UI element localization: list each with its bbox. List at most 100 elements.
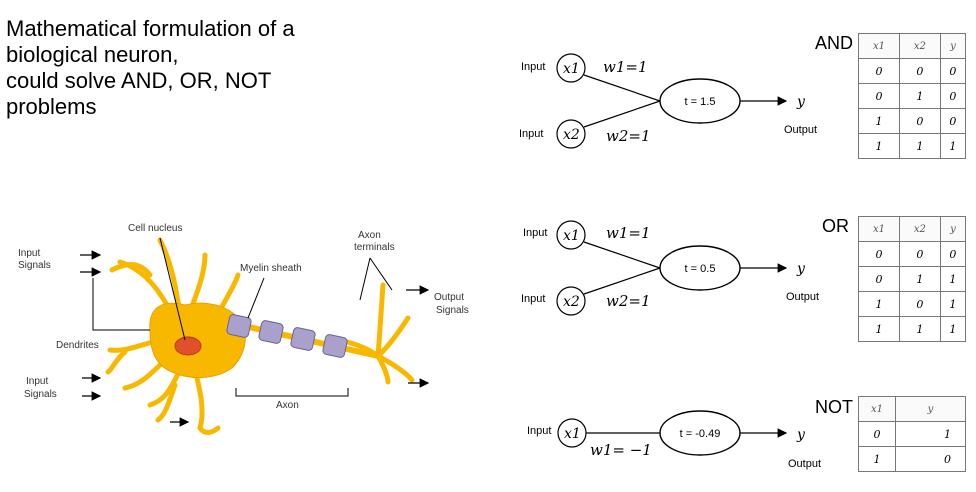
input-signals-lower-label-2: Signals xyxy=(24,389,57,400)
cell: 0 xyxy=(858,58,900,84)
and-header-x2: x2 xyxy=(898,33,941,59)
cell: 1 xyxy=(898,83,941,109)
and-output-label: Output xyxy=(784,124,817,136)
cell: 1 xyxy=(898,266,941,292)
cell: 1 xyxy=(898,316,941,342)
not-header-x1: x1 xyxy=(858,396,896,422)
title-line-3: could solve AND, OR, NOT xyxy=(6,68,272,93)
cell: 0 xyxy=(939,58,967,84)
cell: 1 xyxy=(858,316,900,342)
input-signals-lower-label-1: Input xyxy=(26,376,48,387)
cell: 0 xyxy=(898,58,941,84)
title-line-4: problems xyxy=(6,94,97,119)
myelin-segments xyxy=(226,314,348,358)
cell: 0 xyxy=(858,83,900,109)
or-x2-node xyxy=(556,286,586,316)
or-threshold-text: t = 0.5 xyxy=(685,263,716,275)
cell: 0 xyxy=(898,108,941,134)
not-header-y: y xyxy=(895,396,966,422)
and-header-y: y xyxy=(939,33,967,59)
input-signals-label-1: Input xyxy=(18,248,40,259)
or-input1-label: Input xyxy=(523,227,547,239)
or-gate-label: OR xyxy=(822,216,849,236)
output-signals-label-2: Signals xyxy=(436,305,469,316)
and-x2-text: x2 xyxy=(563,127,580,143)
cell-nucleus-shape xyxy=(174,336,202,356)
title-line-1: Mathematical formulation of a xyxy=(6,16,295,41)
axon-terminals-label-2: terminals xyxy=(354,242,395,253)
and-header-x1: x1 xyxy=(858,33,900,59)
or-input2-label: Input xyxy=(521,293,545,305)
or-output-label: Output xyxy=(786,291,819,303)
cell: 0 xyxy=(858,421,896,447)
not-unit: Input x1 w1= −1 t = -0.49 y Output xyxy=(527,410,821,470)
and-w1-text: w1=1 xyxy=(603,58,648,76)
title-line-2: biological neuron, xyxy=(6,42,179,67)
cell: 1 xyxy=(939,291,967,317)
not-x1-text: x1 xyxy=(564,426,581,442)
and-unit: Input Input x1 x2 w1=1 w2=1 t = 1.5 y Ou… xyxy=(519,53,817,149)
or-header-x1: x1 xyxy=(858,216,900,242)
not-gate-label: NOT xyxy=(815,397,853,417)
not-w1-text: w1= −1 xyxy=(590,441,652,459)
input-signals-label-2: Signals xyxy=(18,260,51,271)
cell-nucleus-label: Cell nucleus xyxy=(128,223,182,234)
cell: 0 xyxy=(898,291,941,317)
cell: 1 xyxy=(939,133,967,159)
or-x1-text: x1 xyxy=(563,228,580,244)
or-header-x2: x2 xyxy=(898,216,941,242)
dendrites-shape xyxy=(105,237,415,435)
and-input2-label: Input xyxy=(519,128,543,140)
myelin-sheath-label: Myelin sheath xyxy=(240,263,302,274)
and-y-text: y xyxy=(796,94,806,110)
and-gate-label: AND xyxy=(815,33,854,53)
and-x1-node xyxy=(556,53,586,83)
not-output-label: Output xyxy=(788,458,821,470)
not-input-label: Input xyxy=(527,425,551,437)
cell: 1 xyxy=(895,421,966,447)
neuron-illustration: Cell nucleus Axon terminals Myelin sheat… xyxy=(18,223,469,435)
cell: 1 xyxy=(898,133,941,159)
not-threshold-text: t = -0.49 xyxy=(680,428,721,440)
cell: 0 xyxy=(858,241,900,267)
or-header-y: y xyxy=(939,216,967,242)
cell: 1 xyxy=(939,316,967,342)
cell: 0 xyxy=(898,241,941,267)
or-y-text: y xyxy=(796,261,806,277)
and-x1-text: x1 xyxy=(563,61,580,77)
or-w1-text: w1=1 xyxy=(606,224,651,242)
cell: 0 xyxy=(895,446,966,472)
or-x2-text: x2 xyxy=(563,294,580,310)
cell: 0 xyxy=(939,241,967,267)
dendrites-label: Dendrites xyxy=(56,340,99,351)
and-w2-text: w2=1 xyxy=(606,127,651,145)
or-unit: Input Input x1 x2 w1=1 w2=1 t = 0.5 y Ou… xyxy=(521,220,819,316)
and-x2-node xyxy=(556,119,586,149)
cell: 0 xyxy=(939,83,967,109)
axon-terminals-label-1: Axon xyxy=(358,230,381,241)
or-x1-node xyxy=(556,220,586,250)
output-signals-label-1: Output xyxy=(434,292,464,303)
and-threshold-text: t = 1.5 xyxy=(685,96,716,108)
or-w2-text: w2=1 xyxy=(606,292,651,310)
cell: 1 xyxy=(858,133,900,159)
cell: 1 xyxy=(858,108,900,134)
cell: 1 xyxy=(858,291,900,317)
cell: 0 xyxy=(939,108,967,134)
cell: 0 xyxy=(858,266,900,292)
cell: 1 xyxy=(939,266,967,292)
